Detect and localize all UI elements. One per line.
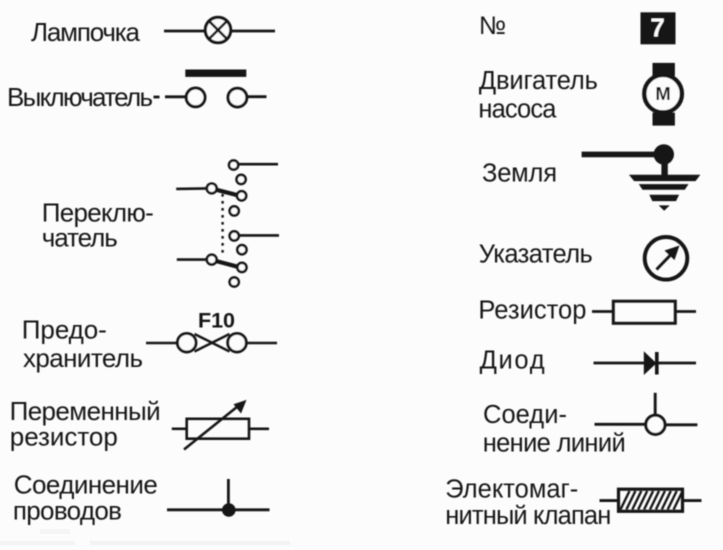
svg-text:Переменный: Переменный [10,396,161,426]
svg-text:№: № [479,12,506,40]
svg-text:Резистор: Резистор [478,297,586,325]
svg-text:Земля: Земля [482,159,557,187]
svg-text:7: 7 [650,13,664,43]
svg-text:Электомаг-: Электомаг- [445,475,578,503]
svg-text:Диод: Диод [480,346,545,374]
svg-text:хранитель: хранитель [23,343,143,373]
svg-text:нение линий: нение линий [483,429,626,457]
svg-text:Лампочка: Лампочка [31,17,141,47]
svg-text:Соеди-: Соеди- [483,401,567,429]
svg-text:F10: F10 [198,309,235,333]
svg-text:нитный клапан: нитный клапан [445,502,611,530]
svg-text:Соединение: Соединение [14,470,158,500]
svg-text:Переклю-: Переклю- [42,197,154,227]
svg-text:Выключатель: Выключатель [7,82,153,112]
svg-text:насоса: насоса [478,95,557,123]
svg-text:Указатель: Указатель [479,240,593,268]
svg-text:M: M [655,83,670,104]
svg-text:резистор: резистор [10,422,118,452]
svg-text:чатель: чатель [42,223,118,253]
svg-text:Двигатель: Двигатель [479,67,598,95]
svg-text:проводов: проводов [13,496,122,526]
svg-text:Предо-: Предо- [22,315,107,345]
